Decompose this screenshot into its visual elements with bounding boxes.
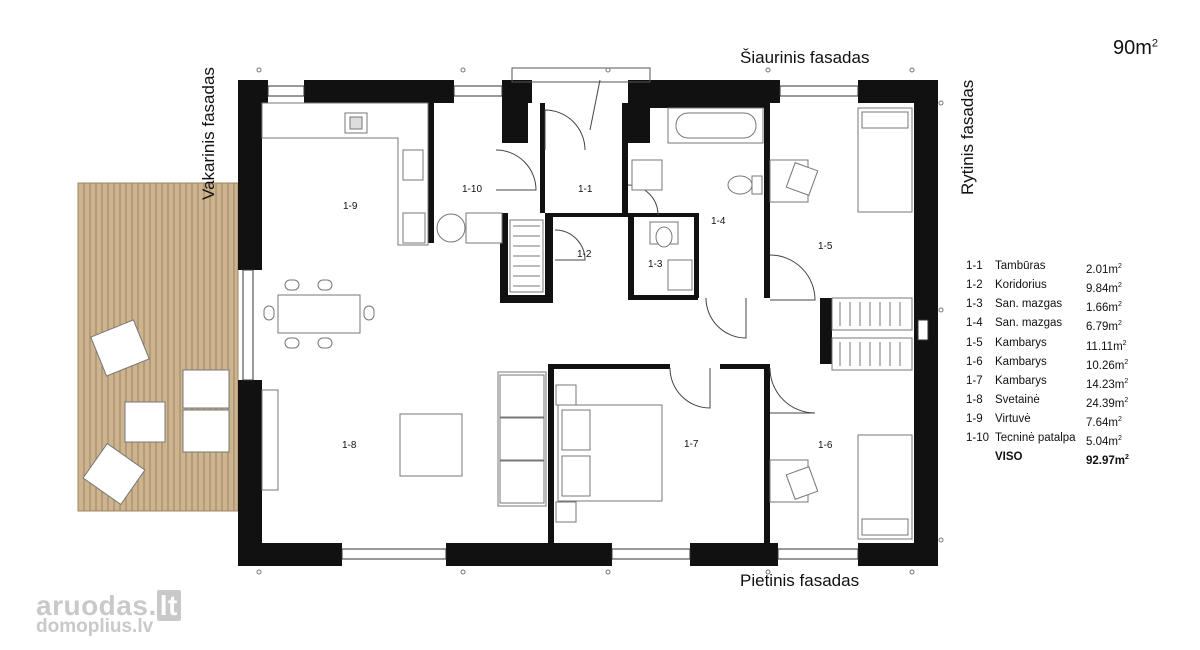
- legend-room-id: 1-9: [966, 413, 983, 425]
- legend-unit-sup: 2: [1125, 454, 1129, 462]
- west-facade-label: Vakarinis fasadas: [199, 67, 218, 200]
- watermark-line1: aruodas.lt: [36, 590, 181, 622]
- legend-room-area: 9.84m2: [1086, 282, 1122, 295]
- room-label-1-6: 1-6: [818, 440, 833, 451]
- room-label-1-1: 1-1: [578, 184, 593, 195]
- legend-unit-sup: 2: [1117, 435, 1122, 443]
- legend-room-name: Svetainė: [995, 393, 1040, 406]
- legend-room-id: 1-10: [966, 432, 990, 445]
- legend-row: 1-5 Kambarys 11.11m2: [966, 336, 1146, 355]
- legend-room-name: Kambarys: [995, 336, 1047, 349]
- bedroom-1-7-furniture: [555, 384, 663, 523]
- legend-total-row: VISO 92.97m2: [966, 450, 1146, 469]
- legend-total-spacer: [966, 450, 995, 469]
- legend-room-area: 11.11m2: [1086, 339, 1127, 353]
- watermark-line2: domoplius.lv: [36, 616, 154, 637]
- wardrobes: [509, 219, 913, 371]
- legend-room-id: 1-6: [966, 355, 983, 368]
- legend-room-area: 1.66m2: [1086, 301, 1122, 315]
- legend-room-area: 5.04m2: [1086, 435, 1122, 448]
- legend-room-area: 7.64m2: [1086, 416, 1122, 429]
- legend-room-name: Kambarys: [995, 355, 1047, 368]
- exterior-walls: [238, 80, 938, 566]
- east-facade-label: Rytinis fasadas: [958, 79, 977, 195]
- legend-room-name: Tambūras: [995, 260, 1046, 272]
- legend-room-name: Koridorius: [995, 279, 1047, 292]
- legend-room-name: Kambarys: [995, 374, 1047, 387]
- legend-room-id: 1-5: [966, 336, 983, 349]
- legend-total-name: VISO: [995, 451, 1023, 464]
- legend-unit-sup: 2: [1117, 282, 1122, 290]
- legend-row: 1-8 Svetainė 24.39m2: [966, 393, 1146, 412]
- legend-unit-sup: 2: [1122, 339, 1127, 347]
- south-facade-label: Pietinis fasadas: [740, 571, 860, 590]
- legend-room-area: 14.23m2: [1086, 377, 1129, 391]
- interior-walls: [428, 103, 832, 544]
- room-label-1-10: 1-10: [462, 184, 482, 195]
- watermark-brand: aruodas: [36, 590, 149, 621]
- legend-room-id: 1-2: [966, 279, 983, 292]
- legend-room-name: Tecninė patalpa: [995, 432, 1076, 445]
- legend-row: 1-10 Tecninė patalpa 5.04m2: [966, 431, 1146, 450]
- room-label-1-9: 1-9: [343, 201, 358, 212]
- legend-unit-sup: 2: [1117, 301, 1122, 309]
- dimension-markers: [256, 67, 944, 575]
- legend-unit-sup: 2: [1124, 377, 1129, 385]
- legend-room-name: San. mazgas: [995, 317, 1063, 330]
- watermark: aruodas.lt domoplius.lv: [36, 590, 181, 638]
- legend-unit-sup: 2: [1117, 416, 1122, 423]
- legend-unit-sup: 2: [1124, 396, 1129, 404]
- technical-equipment: [436, 212, 503, 244]
- room-label-1-4: 1-4: [711, 216, 726, 227]
- legend-room-name: San. mazgas: [995, 298, 1063, 311]
- legend-row: 1-2 Koridorius 9.84m2: [966, 278, 1146, 297]
- north-facade-label: Šiaurinis fasadas: [740, 48, 870, 67]
- legend-total-area: 92.97m2: [1086, 454, 1129, 468]
- bedroom-1-6-furniture: [769, 434, 913, 540]
- total-area-sup: 2: [1151, 37, 1159, 50]
- legend-row: 1-3 San. mazgas 1.66m2: [966, 297, 1146, 316]
- legend-room-id: 1-3: [966, 298, 983, 311]
- windows: [242, 85, 929, 560]
- legend-row: 1-4 San. mazgas 6.79m2: [966, 316, 1146, 335]
- bedroom-1-5-furniture: [769, 107, 913, 213]
- legend-room-name: Virtuvė: [995, 413, 1031, 425]
- entrance-canopy: [511, 67, 651, 83]
- watermark-tld: lt: [156, 590, 181, 621]
- total-area-title: 90m2: [1113, 37, 1158, 60]
- living-room-furniture: [261, 279, 547, 507]
- room-label-1-5: 1-5: [818, 241, 833, 252]
- legend-room-area: 2.01m2: [1086, 263, 1122, 276]
- legend-unit-sup: 2: [1117, 320, 1122, 328]
- legend-room-id: 1-8: [966, 393, 983, 406]
- legend-room-id: 1-7: [966, 374, 983, 387]
- room-label-1-3: 1-3: [648, 259, 663, 270]
- legend-room-id: 1-1: [966, 260, 983, 272]
- total-area-value: 90m: [1113, 37, 1152, 59]
- legend-unit-sup: 2: [1124, 358, 1129, 366]
- room-label-1-8: 1-8: [342, 440, 357, 451]
- terrace-furniture: [82, 319, 230, 506]
- legend-room-area: 6.79m2: [1086, 320, 1122, 334]
- legend-room-id: 1-4: [966, 317, 983, 330]
- room-labels: 1-1 1-2 1-3 1-4 1-5 1-6 1-7 1-8 1-9 1-10: [342, 184, 833, 451]
- legend-row: 1-1 Tambūras 2.01m2: [966, 259, 1146, 278]
- legend-row: 1-6 Kambarys 10.26m2: [966, 355, 1146, 374]
- legend-row: 1-9 Virtuvė 7.64m2: [966, 412, 1146, 431]
- legend-room-area: 10.26m2: [1086, 358, 1129, 372]
- legend-unit-sup: 2: [1117, 263, 1122, 270]
- kitchen-units: [261, 102, 429, 246]
- room-label-1-7: 1-7: [684, 439, 699, 450]
- bathroom-fixtures: [631, 107, 764, 291]
- legend-room-area: 24.39m2: [1086, 396, 1129, 410]
- legend-row: 1-7 Kambarys 14.23m2: [966, 374, 1146, 393]
- room-label-1-2: 1-2: [577, 249, 592, 260]
